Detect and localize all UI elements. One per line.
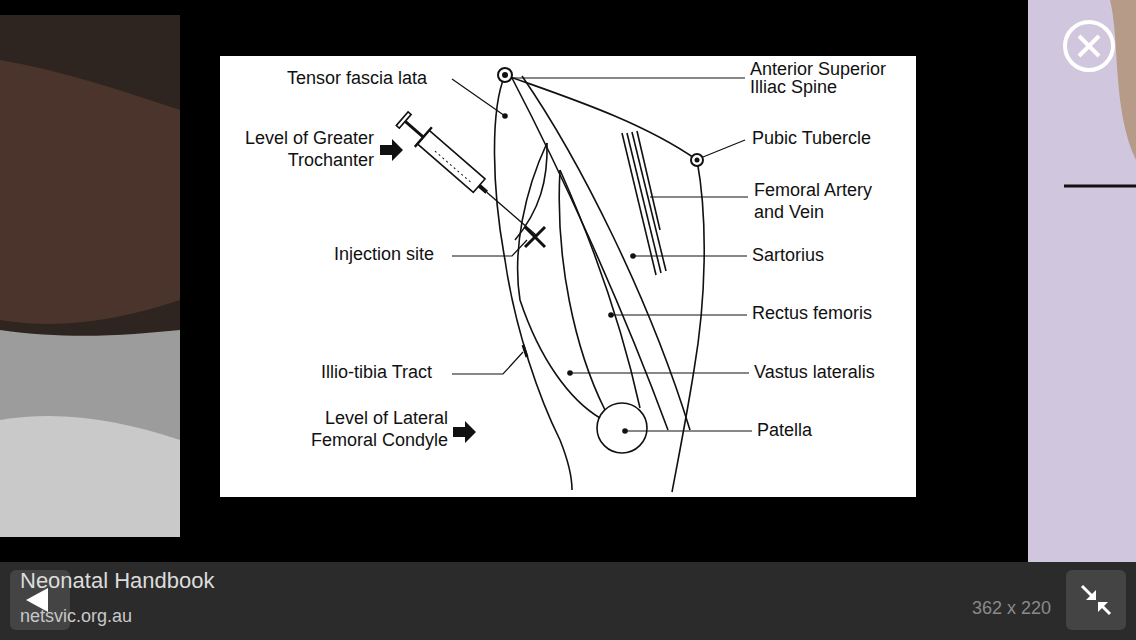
tract-label: Illio-tibia Tract bbox=[321, 362, 432, 384]
level-label: Level of Greater Trochanter bbox=[224, 128, 374, 171]
side-panel bbox=[1028, 0, 1136, 562]
level-arrow bbox=[453, 421, 476, 443]
shrink-button bbox=[1066, 570, 1126, 630]
landmark-label: Pubic Tubercle bbox=[752, 128, 871, 150]
bone-label: Patella bbox=[757, 420, 812, 442]
site-label: Injection site bbox=[334, 244, 434, 266]
syringe-icon bbox=[394, 109, 545, 245]
level-arrow bbox=[380, 139, 403, 161]
photo-strip bbox=[0, 15, 180, 537]
bottom-bar bbox=[0, 562, 1136, 640]
figure-panel bbox=[220, 56, 916, 497]
landmark-rings bbox=[498, 68, 703, 166]
landmark-label: Anterior Superior Illiac Spine bbox=[750, 60, 908, 97]
thigh-drawing bbox=[494, 75, 704, 492]
leader-dots bbox=[502, 113, 636, 434]
injection-mark bbox=[525, 227, 545, 247]
muscle-label: Tensor fascia lata bbox=[287, 68, 427, 90]
leader-lines bbox=[452, 78, 752, 431]
level-label: Level of Lateral Femoral Condyle bbox=[298, 408, 448, 451]
source-url: netsvic.org.au bbox=[20, 606, 132, 628]
muscle-label: Sartorius bbox=[752, 245, 824, 267]
muscle-label: Vastus lateralis bbox=[754, 362, 875, 384]
vessel-label: Femoral Artery and Vein bbox=[754, 180, 896, 223]
muscle-label: Rectus femoris bbox=[752, 303, 872, 325]
image-size: 362 x 220 bbox=[972, 598, 1051, 620]
image-title: Neonatal Handbook bbox=[20, 568, 214, 594]
